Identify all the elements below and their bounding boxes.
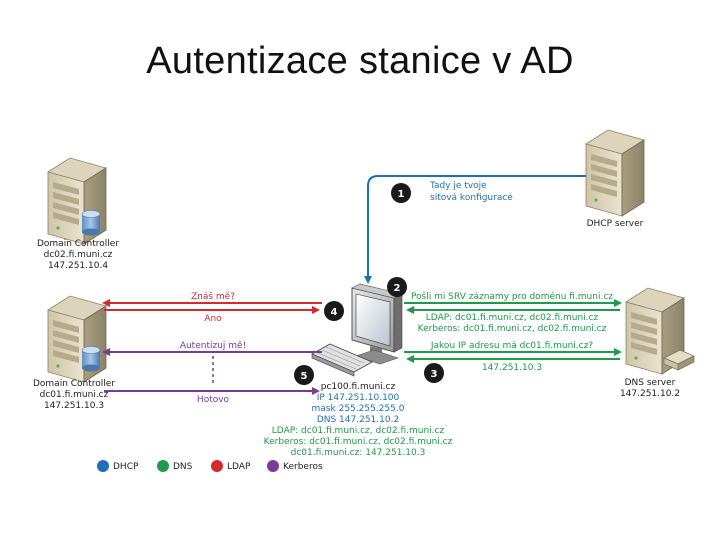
svg-text:2: 2	[394, 283, 401, 294]
srv-query-label: Pošli mi SRV záznamy pro doménu fi.muni.…	[411, 291, 613, 302]
step-badge-4: 4	[324, 301, 344, 321]
legend-dhcp-label: DHCP	[113, 462, 139, 472]
step-badge-2: 2	[387, 277, 407, 297]
dhcp-offer-label-line1: Tady je tvoje	[429, 181, 487, 191]
dc02-caption-line3: 147.251.10.4	[48, 261, 108, 271]
srv-reply-label-line1: LDAP: dc01.fi.muni.cz, dc02.fi.muni.cz	[426, 313, 599, 323]
dc02-caption-line2: dc02.fi.muni.cz	[44, 250, 113, 260]
legend-ldap-label: LDAP	[227, 462, 251, 472]
dns-caption-line1: DNS server	[625, 378, 676, 388]
workstation-icon	[311, 283, 403, 377]
step-badge-3: 3	[424, 363, 444, 383]
dhcp-offer-label-line2: síťová konfigurace	[430, 193, 513, 203]
srv-reply-label-line2: Kerberos: dc01.fi.muni.cz, dc02.fi.muni.…	[418, 324, 607, 334]
dhcp-arrow	[364, 175, 586, 284]
kerberos-reply-label: Hotovo	[197, 395, 230, 405]
legend-kerberos-swatch	[267, 460, 279, 472]
slide-title: Autentizace stanice v AD	[146, 40, 574, 82]
ldap-query-label: Znáš mě?	[191, 291, 235, 302]
dns-server-icon	[625, 287, 695, 375]
pc-caption-dc01-ip: dc01.fi.muni.cz: 147.251.10.3	[291, 448, 426, 458]
dc01-caption-line3: 147.251.10.3	[44, 401, 104, 411]
legend-dns-label: DNS	[173, 462, 193, 472]
pc-caption-ldap: LDAP: dc01.fi.muni.cz, dc02.fi.muni.cz	[272, 426, 445, 436]
svg-text:5: 5	[301, 371, 308, 382]
dns-caption-line2: 147.251.10.2	[620, 389, 680, 399]
pc-caption-mask: mask 255.255.255.0	[312, 404, 405, 414]
pc-caption-ip: IP 147.251.10.100	[317, 393, 400, 403]
svg-text:4: 4	[331, 307, 338, 318]
legend-dns-swatch	[157, 460, 169, 472]
a-reply-label: 147.251.10.3	[482, 363, 542, 373]
svg-text:3: 3	[431, 369, 438, 380]
a-query-label: Jakou IP adresu má dc01.fi.muni.cz?	[430, 341, 593, 351]
legend-ldap-swatch	[211, 460, 223, 472]
pc-caption-dns: DNS 147.251.10.2	[317, 415, 399, 425]
pc-caption-hostname: pc100.fi.muni.cz	[321, 382, 396, 392]
dhcp-server-icon	[585, 129, 645, 217]
dc01-caption-line2: dc01.fi.muni.cz	[40, 390, 109, 400]
kerberos-query-label: Autentizuj mě!	[180, 341, 246, 351]
legend-kerberos-label: Kerberos	[283, 462, 323, 472]
dhcp-caption: DHCP server	[587, 219, 644, 229]
svg-text:1: 1	[398, 189, 405, 200]
legend: DHCP DNS LDAP Kerberos	[97, 460, 323, 472]
step-badge-1: 1	[391, 183, 411, 203]
step-badge-5: 5	[294, 365, 314, 385]
pc-caption-kerberos: Kerberos: dc01.fi.muni.cz, dc02.fi.muni.…	[264, 437, 453, 447]
dc02-server-icon	[47, 157, 107, 245]
dc01-caption-line1: Domain Controller	[33, 379, 115, 389]
legend-dhcp-swatch	[97, 460, 109, 472]
dc02-caption-line1: Domain Controller	[37, 239, 119, 249]
dc01-server-icon	[47, 295, 107, 383]
ldap-reply-label: Ano	[204, 314, 222, 324]
